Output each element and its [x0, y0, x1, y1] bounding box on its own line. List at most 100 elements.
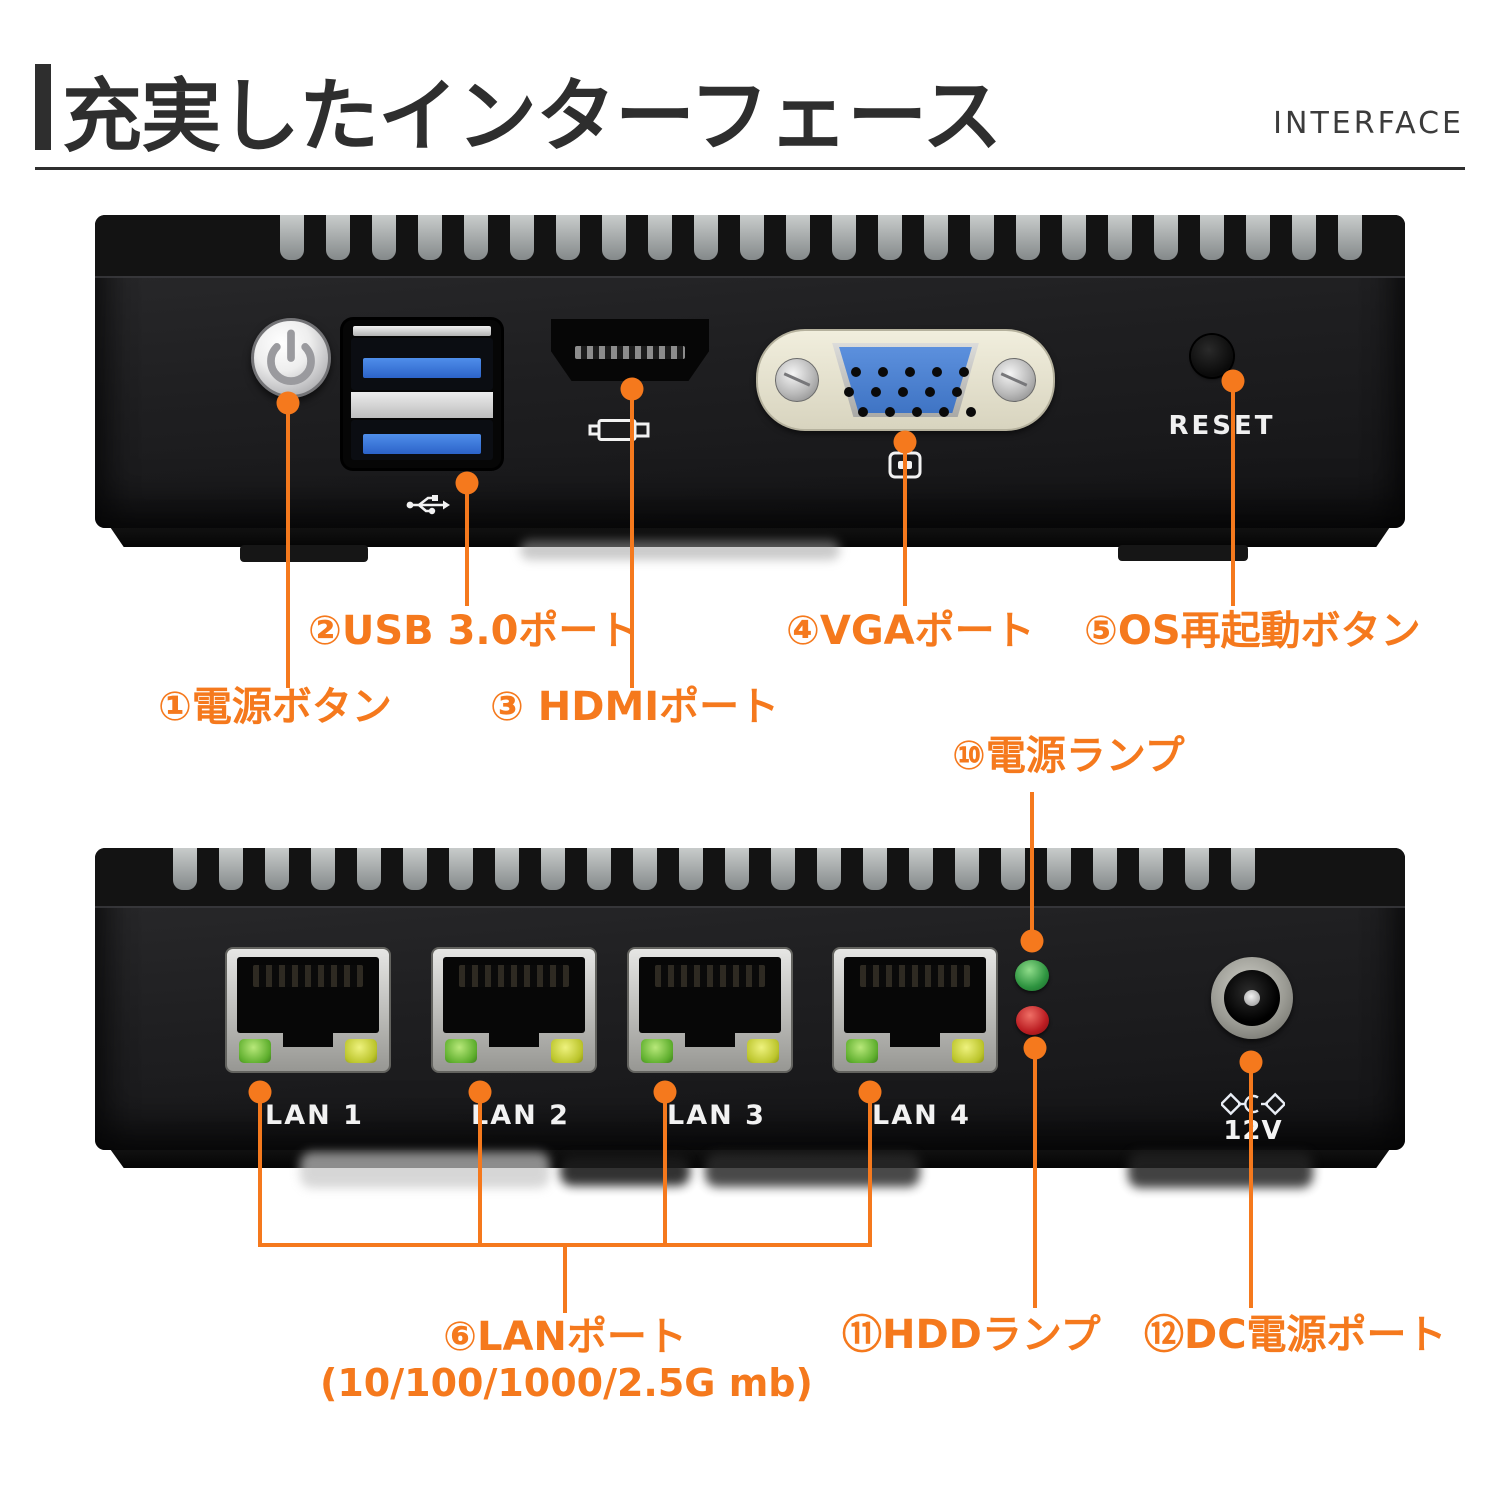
usb-top-shield — [353, 326, 491, 336]
vga-pin-hole — [925, 387, 935, 397]
lan-port-3 — [627, 947, 793, 1073]
lan-activity-led — [551, 1039, 583, 1063]
dc-polarity-icon — [1221, 1092, 1285, 1116]
callout-line-lan4 — [868, 1094, 872, 1247]
hdmi-pins — [575, 346, 685, 359]
reset-label: RESET — [1168, 411, 1276, 441]
lan-activity-led — [952, 1039, 984, 1063]
power-icon — [267, 329, 315, 385]
usb-port-upper — [351, 338, 493, 390]
title-divider — [35, 167, 1465, 170]
rear-foot-left — [560, 1156, 690, 1186]
lan-link-led — [641, 1039, 673, 1063]
callout-dot-vga — [893, 430, 917, 454]
callout-line-hdmi — [630, 391, 634, 688]
lan-tab-slot — [890, 1031, 940, 1047]
hdd-lamp-led — [1016, 1006, 1049, 1035]
vga-pin-hole — [912, 407, 922, 417]
page-subtitle: INTERFACE — [1273, 106, 1464, 141]
callout-dot-lan2 — [468, 1080, 492, 1104]
front-panel-seam — [95, 276, 1405, 278]
callout-line-vga — [903, 444, 907, 606]
callout-label-lan: ⑥LANポート — [443, 1314, 687, 1360]
callout-label-hdmi: ③ HDMIポート — [490, 684, 780, 730]
vga-pin-hole — [871, 387, 881, 397]
dc-jack-pin — [1244, 990, 1260, 1006]
callout-line-dc — [1249, 1068, 1253, 1308]
usb3-dual-port — [343, 320, 501, 468]
hdmi-plug-icon — [588, 419, 650, 441]
lan-port-label-4: LAN 4 — [872, 1100, 971, 1131]
title-accent-bar — [35, 64, 51, 150]
callout-line-lan1 — [258, 1094, 262, 1247]
dc-power-jack — [1211, 957, 1293, 1039]
vga-pin-hole — [932, 367, 942, 377]
usb-blue-tongue — [363, 434, 481, 454]
callout-label-usb: ②USB 3.0ポート — [308, 608, 639, 654]
callout-label-dc: ⑫DC電源ポート — [1144, 1312, 1447, 1358]
callout-line-reset — [1231, 383, 1235, 606]
vga-pin-hole — [966, 407, 976, 417]
callout-dot-hdmi — [620, 377, 644, 401]
usb-blue-tongue — [363, 358, 481, 378]
rear-heatsink-fins — [95, 848, 1405, 906]
front-foot-left — [240, 545, 368, 562]
vga-pin-hole — [844, 387, 854, 397]
dc-voltage-label: 12V — [1223, 1116, 1283, 1146]
front-foot-shadow — [520, 540, 840, 560]
front-foot-right — [1118, 545, 1248, 561]
callout-line-power — [286, 405, 290, 688]
callout-dot-dc — [1239, 1050, 1263, 1074]
lan-cavity — [237, 957, 379, 1033]
power-lamp-led — [1015, 960, 1049, 991]
front-heatsink-fins — [95, 215, 1405, 276]
lan-link-led — [239, 1039, 271, 1063]
callout-line-power-lamp — [1030, 792, 1034, 936]
lan-activity-led — [747, 1039, 779, 1063]
lan-link-led — [445, 1039, 477, 1063]
callout-label-vga: ④VGAポート — [786, 608, 1035, 654]
lan-port-label-1: LAN 1 — [265, 1100, 364, 1131]
usb-mid-shield — [351, 392, 493, 418]
callout-label-hdd-lamp: ⑪HDDランプ — [842, 1312, 1101, 1358]
lan-tab-slot — [489, 1031, 539, 1047]
callout-dot-lan3 — [653, 1080, 677, 1104]
callout-label-power-lamp: ⑩電源ランプ — [952, 733, 1185, 779]
mini-pc-rear-view: LAN 1 LAN 2 LAN 3 LAN 4 12V — [95, 848, 1405, 1150]
reset-button — [1191, 335, 1233, 377]
vga-connector — [839, 347, 972, 413]
callout-line-lan2 — [478, 1094, 482, 1247]
mini-pc-front-view: RESET — [95, 215, 1405, 528]
lan-link-led — [846, 1039, 878, 1063]
vga-pin-hole — [878, 367, 888, 377]
callout-dot-usb — [455, 471, 479, 495]
rear-panel-seam — [95, 906, 1405, 908]
front-bottom-lip — [110, 528, 1390, 547]
lan-port-1 — [225, 947, 391, 1073]
callout-line-lan3 — [663, 1094, 667, 1247]
lan-tab-slot — [283, 1031, 333, 1047]
lan-port-label-2: LAN 2 — [471, 1100, 570, 1131]
vga-screw-left — [775, 358, 819, 402]
vga-port — [756, 329, 1055, 431]
lan-pins — [655, 965, 765, 987]
callout-label-lan-speed: (10/100/1000/2.5G mb) — [320, 1361, 813, 1405]
rear-foot-shadow-left — [300, 1152, 550, 1188]
rear-foot-center — [705, 1153, 920, 1187]
callout-dot-hdd-lamp — [1023, 1036, 1047, 1060]
hdmi-port — [551, 319, 709, 381]
callout-dot-power-lamp — [1020, 929, 1044, 953]
page-title: 充実したインターフェース — [62, 70, 1002, 163]
callout-dot-lan4 — [858, 1080, 882, 1104]
lan-cavity — [844, 957, 986, 1033]
lan-cavity — [639, 957, 781, 1033]
callout-line-lan-drop — [563, 1243, 567, 1313]
lan-activity-led — [345, 1039, 377, 1063]
rear-foot-right — [1128, 1152, 1313, 1188]
vga-pin-hole — [905, 367, 915, 377]
vga-pin-hole — [898, 387, 908, 397]
callout-line-usb — [465, 485, 469, 606]
usb-port-lower — [351, 420, 493, 460]
callout-label-power: ①電源ボタン — [158, 684, 392, 730]
